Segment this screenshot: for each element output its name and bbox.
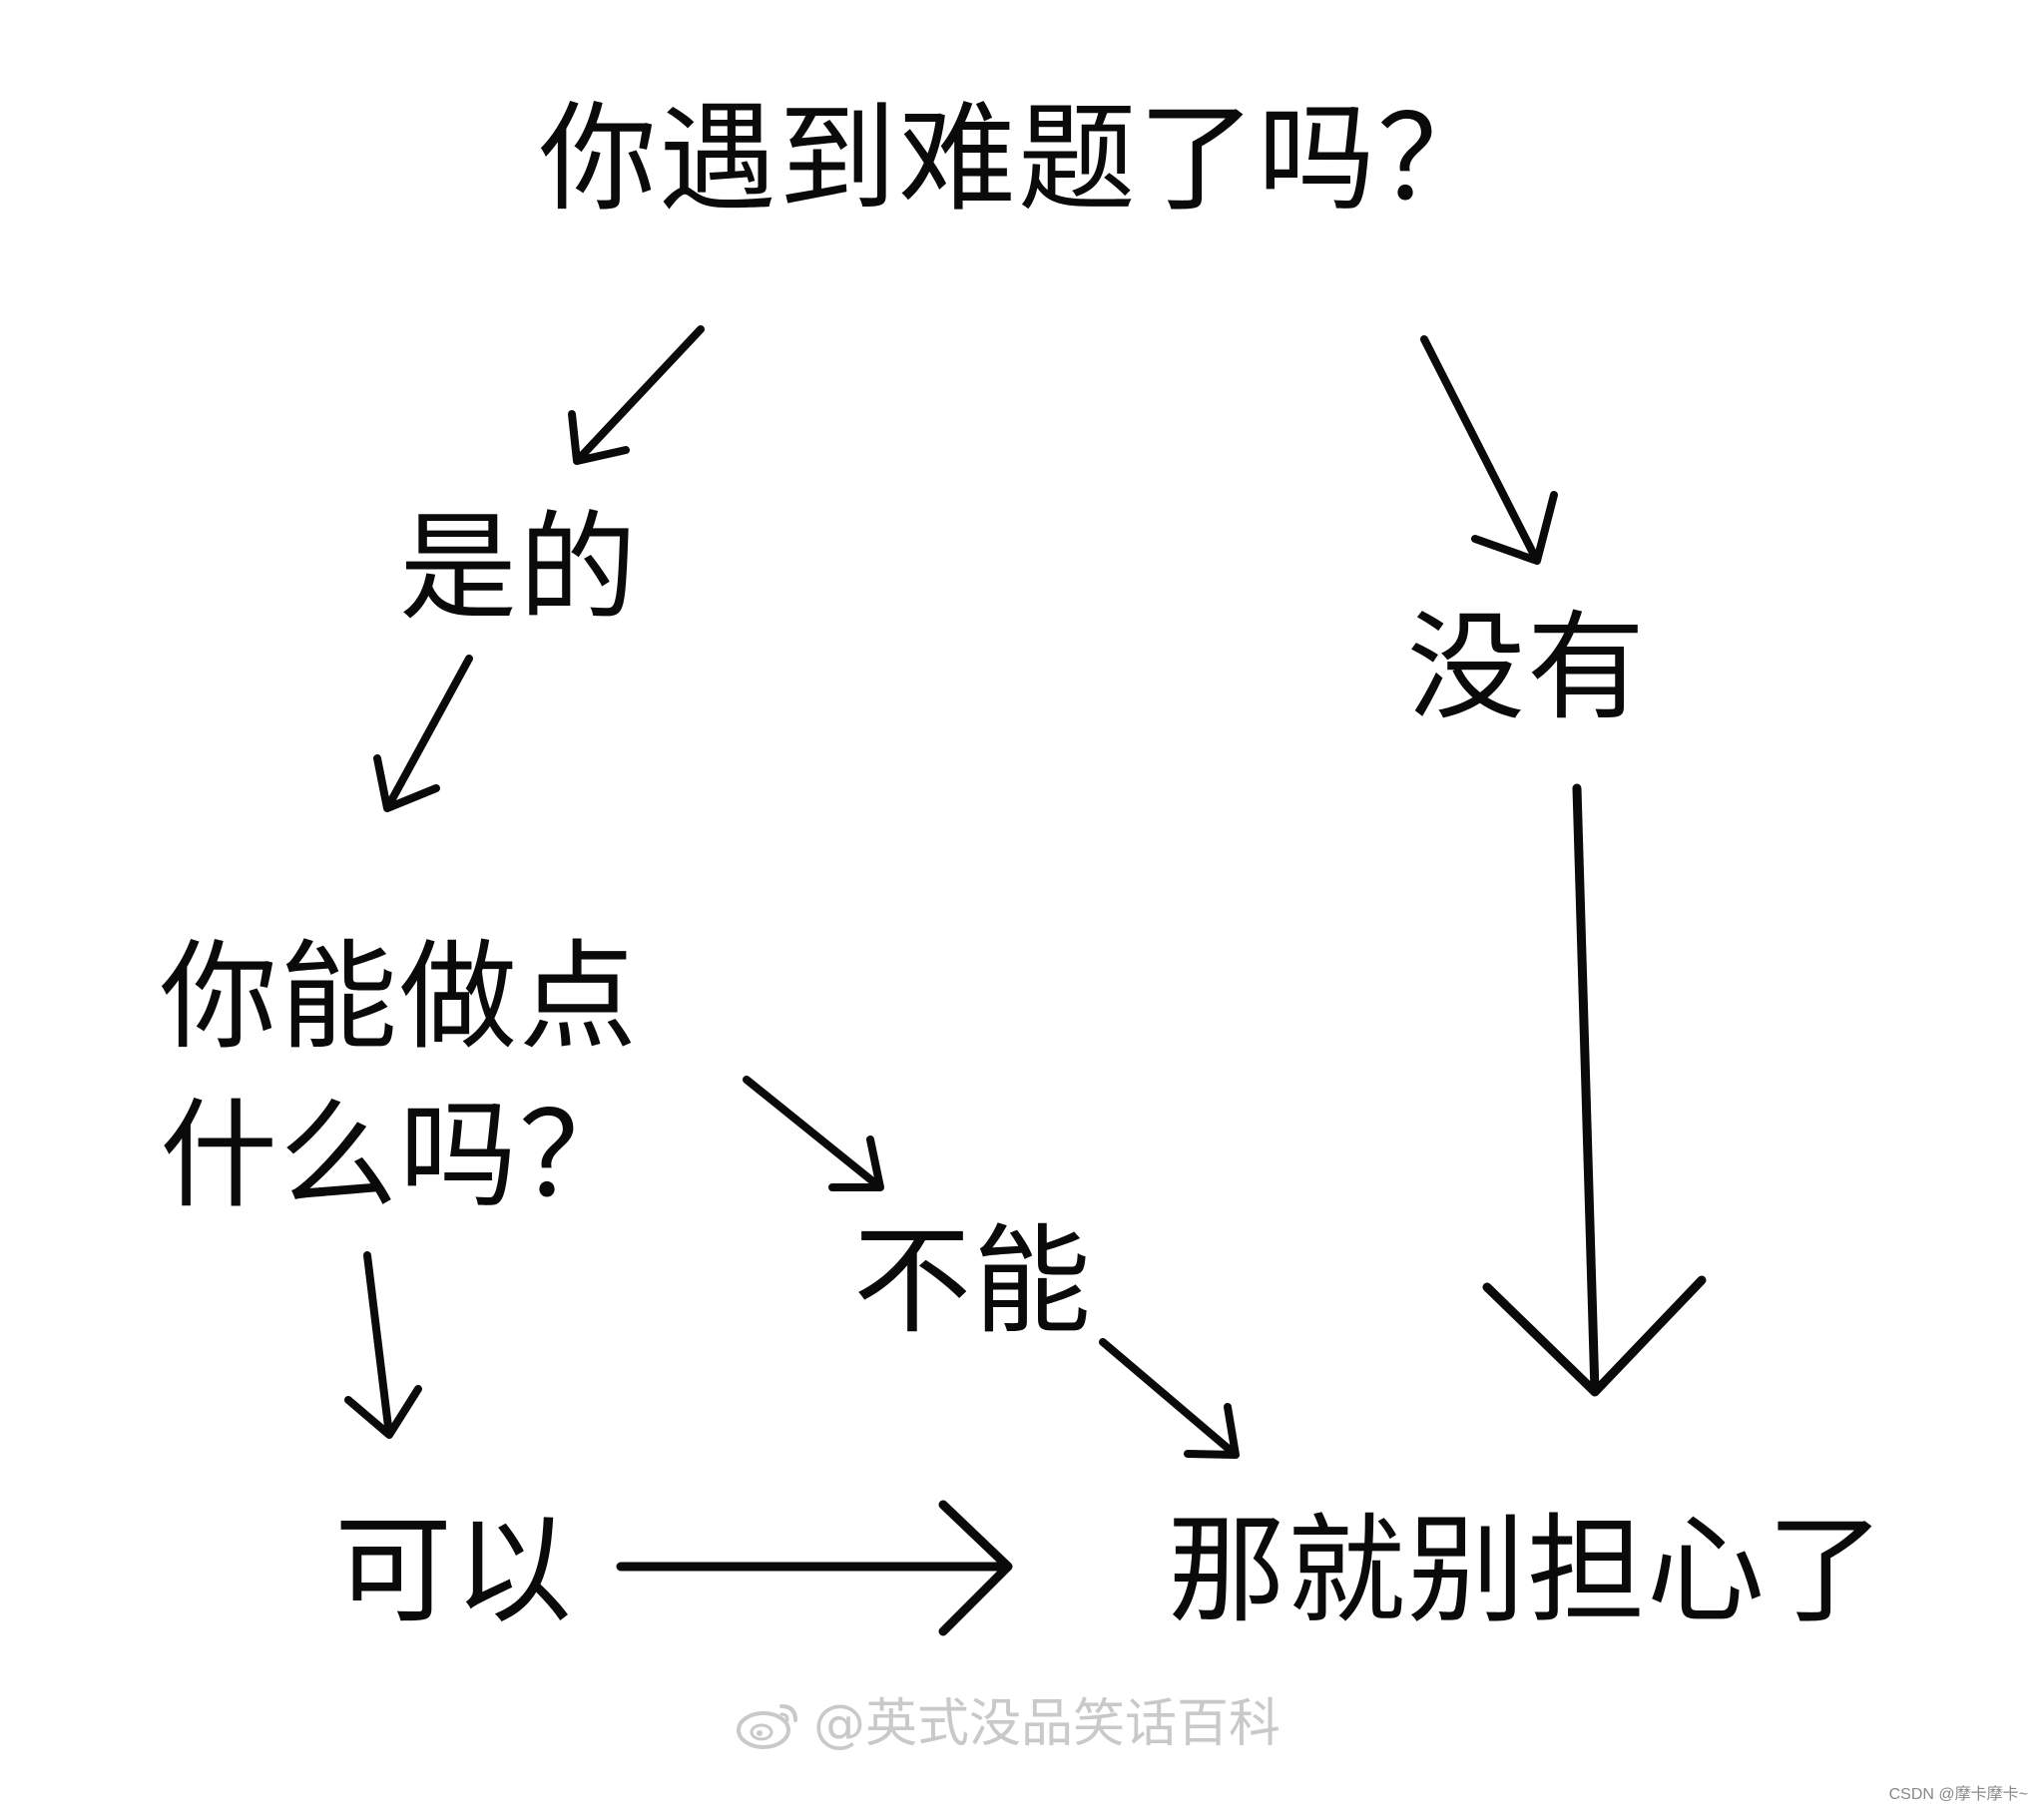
arrow-cando-to-can bbox=[344, 1251, 422, 1439]
arrow-yes-to-cando bbox=[373, 655, 473, 812]
node-cannot: 不能 bbox=[853, 1212, 1094, 1350]
arrow-can-to-dontworry bbox=[616, 1500, 1013, 1636]
arrow-question-to-no bbox=[1420, 335, 1558, 565]
node-yes: 是的 bbox=[399, 499, 640, 637]
watermark-text: @英式没品笑话百科 bbox=[813, 1694, 1281, 1754]
weibo-icon bbox=[737, 1704, 797, 1749]
node-can-do-line1: 你能做点 bbox=[160, 928, 640, 1066]
arrow-question-to-yes bbox=[568, 325, 705, 465]
credit-text: CSDN @摩卡摩卡~ bbox=[1888, 1786, 2028, 1803]
node-question: 你遇到难题了吗？ bbox=[539, 90, 1498, 227]
arrow-no-to-dontworry bbox=[1482, 783, 1707, 1397]
arrow-cando-to-cannot bbox=[743, 1076, 884, 1191]
watermark: @英式没品笑话百科 bbox=[734, 1696, 1280, 1752]
node-can: 可以 bbox=[334, 1502, 575, 1639]
node-can-do: 你能做点 什么吗？ bbox=[160, 918, 639, 1236]
node-dont-worry: 那就别担心了 bbox=[1168, 1502, 1887, 1639]
node-can-do-line2: 什么吗？ bbox=[160, 1087, 640, 1225]
node-no: 没有 bbox=[1407, 599, 1648, 736]
arrow-cannot-to-dontworry bbox=[1099, 1338, 1240, 1459]
